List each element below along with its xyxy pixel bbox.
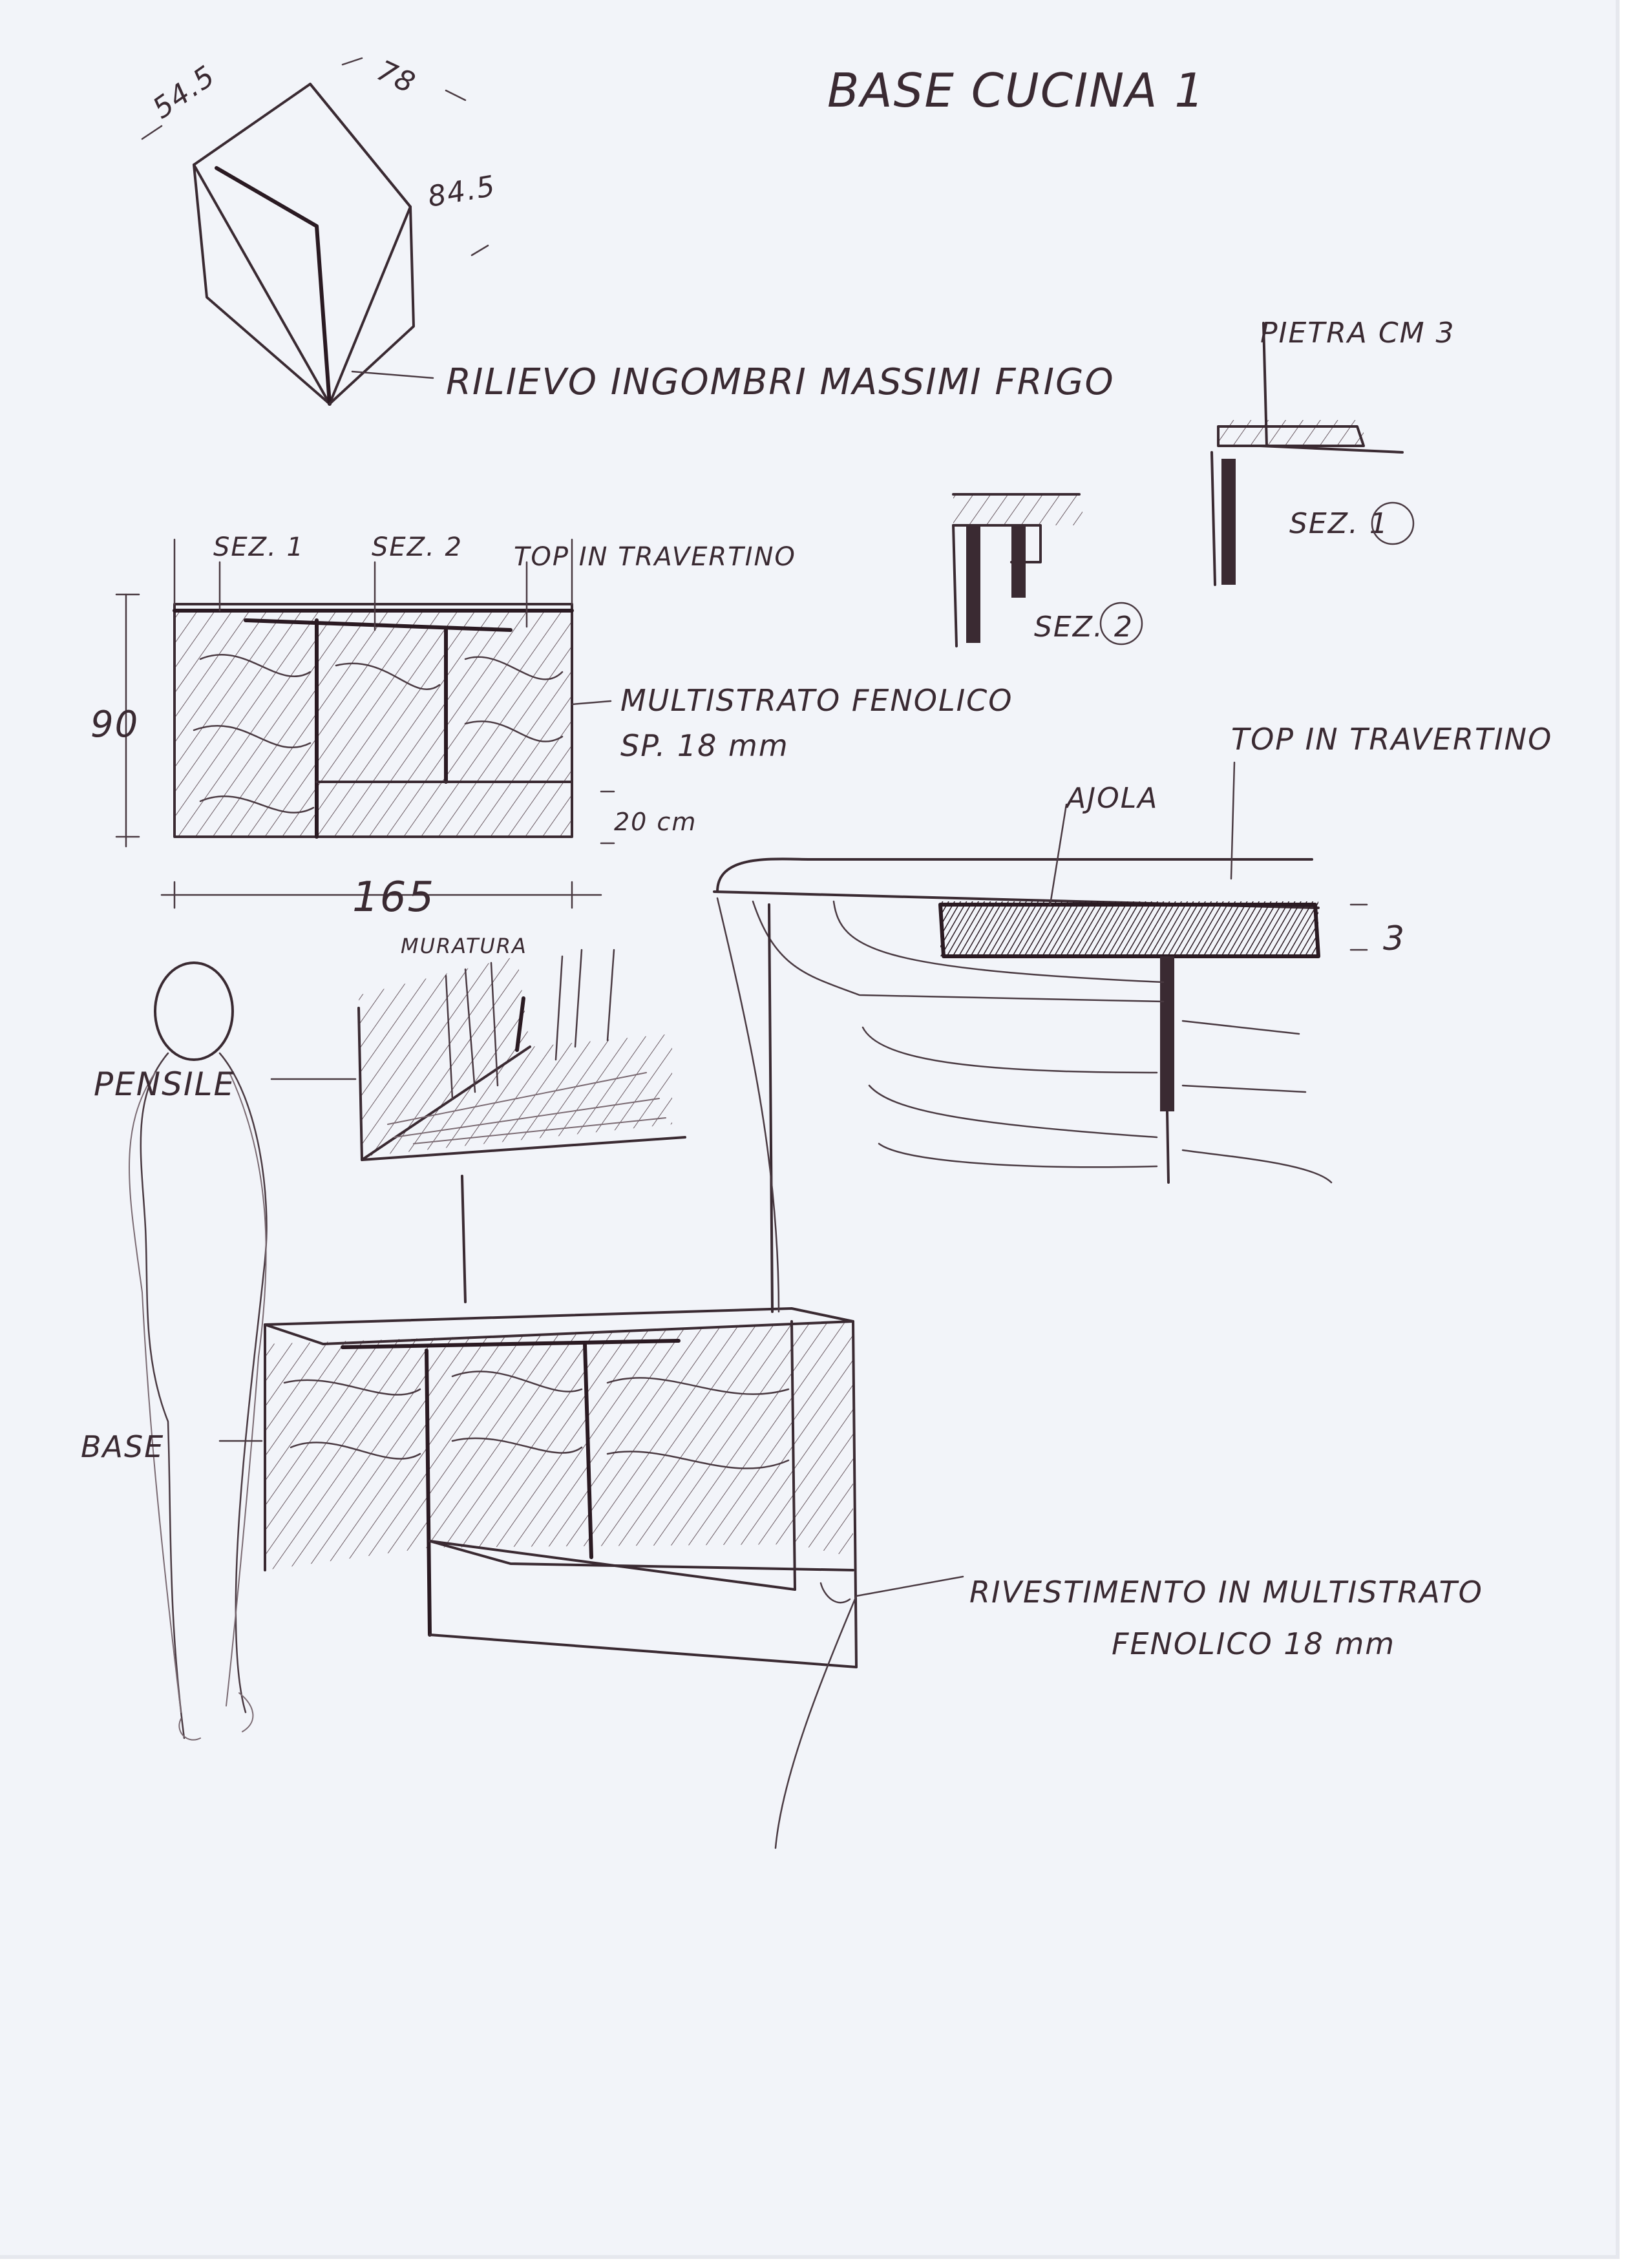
detail-thickness-dimension: 3 [1383,919,1406,958]
elevation-width-dimension: 165 [352,874,435,921]
cladding-label-line1: RIVESTIMENTO IN MULTISTRATO [969,1575,1483,1610]
sheet-title: BASE CUCINA 1 [827,63,1205,118]
pensile-label: PENSILE [94,1066,235,1103]
cabinet-elevation [173,538,574,839]
fridge-caption: RILIEVO INGOMBRI MASSIMI FRIGO [446,361,1115,403]
section-2-label: SEZ. 2 [1034,611,1134,644]
cladding-label-line2: FENOLICO 18 mm [1112,1626,1395,1661]
human-figure [129,961,268,1741]
wall-cabinet-perspective [270,949,686,1303]
detail-top-label: TOP IN TRAVERTINO [1231,722,1552,757]
fridge-depth-dimension: 54.5 [147,59,222,125]
elevation-top-label: TOP IN TRAVERTINO [514,542,796,572]
fridge-height-dimension: 84.5 [425,169,498,214]
elevation-sez2-label: SEZ. 2 [372,532,463,562]
section-1-detail [1210,322,1404,586]
muratura-label: MURATURA [401,934,527,958]
fridge-box [141,57,489,406]
base-label: BASE [81,1429,164,1464]
elevation-material-line2: SP. 18 mm [620,728,789,763]
elevation-material-line1: MULTISTRATO FENOLICO [620,683,1013,718]
paper-sheet [0,0,1620,2259]
ajola-detail [713,761,1368,1184]
base-cabinet-perspective [264,897,964,1849]
stone-label: PIETRA CM 3 [1260,317,1455,350]
elevation-gap-dimension: 20 cm [614,808,697,836]
ajola-label: AJOLA [1064,782,1158,815]
elevation-sez1-label: SEZ. 1 [213,532,304,562]
fridge-width-dimension: 78 [372,54,421,101]
elevation-height-dimension: 90 [90,704,139,746]
section-1-label: SEZ. 1 [1289,507,1389,540]
section-2-detail [952,493,1083,647]
